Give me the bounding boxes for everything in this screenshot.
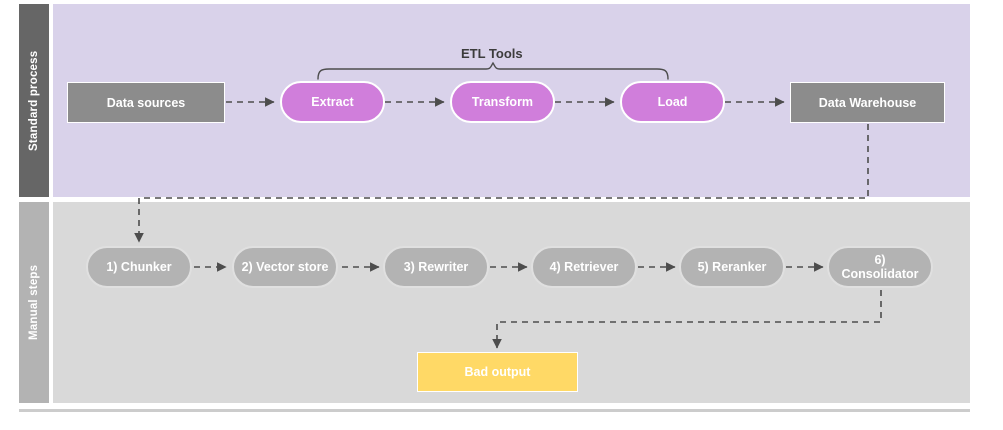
node-transform[interactable]: Transform	[450, 81, 555, 123]
node-data-warehouse[interactable]: Data Warehouse	[790, 82, 945, 123]
node-rewriter[interactable]: 3) Rewriter	[383, 246, 489, 288]
node-consolidator[interactable]: 6) Consolidator	[827, 246, 933, 288]
node-data-sources[interactable]: Data sources	[67, 82, 225, 123]
lane-label-standard-process: Standard process	[19, 4, 49, 197]
node-vector-store[interactable]: 2) Vector store	[232, 246, 338, 288]
pool-baseline-divider	[19, 409, 970, 412]
etl-tools-label: ETL Tools	[461, 46, 523, 61]
node-extract[interactable]: Extract	[280, 81, 385, 123]
lane-label-manual-steps: Manual steps	[19, 202, 49, 403]
node-load[interactable]: Load	[620, 81, 725, 123]
node-chunker[interactable]: 1) Chunker	[86, 246, 192, 288]
node-bad-output[interactable]: Bad output	[417, 352, 578, 392]
node-retriever[interactable]: 4) Retriever	[531, 246, 637, 288]
node-reranker[interactable]: 5) Reranker	[679, 246, 785, 288]
